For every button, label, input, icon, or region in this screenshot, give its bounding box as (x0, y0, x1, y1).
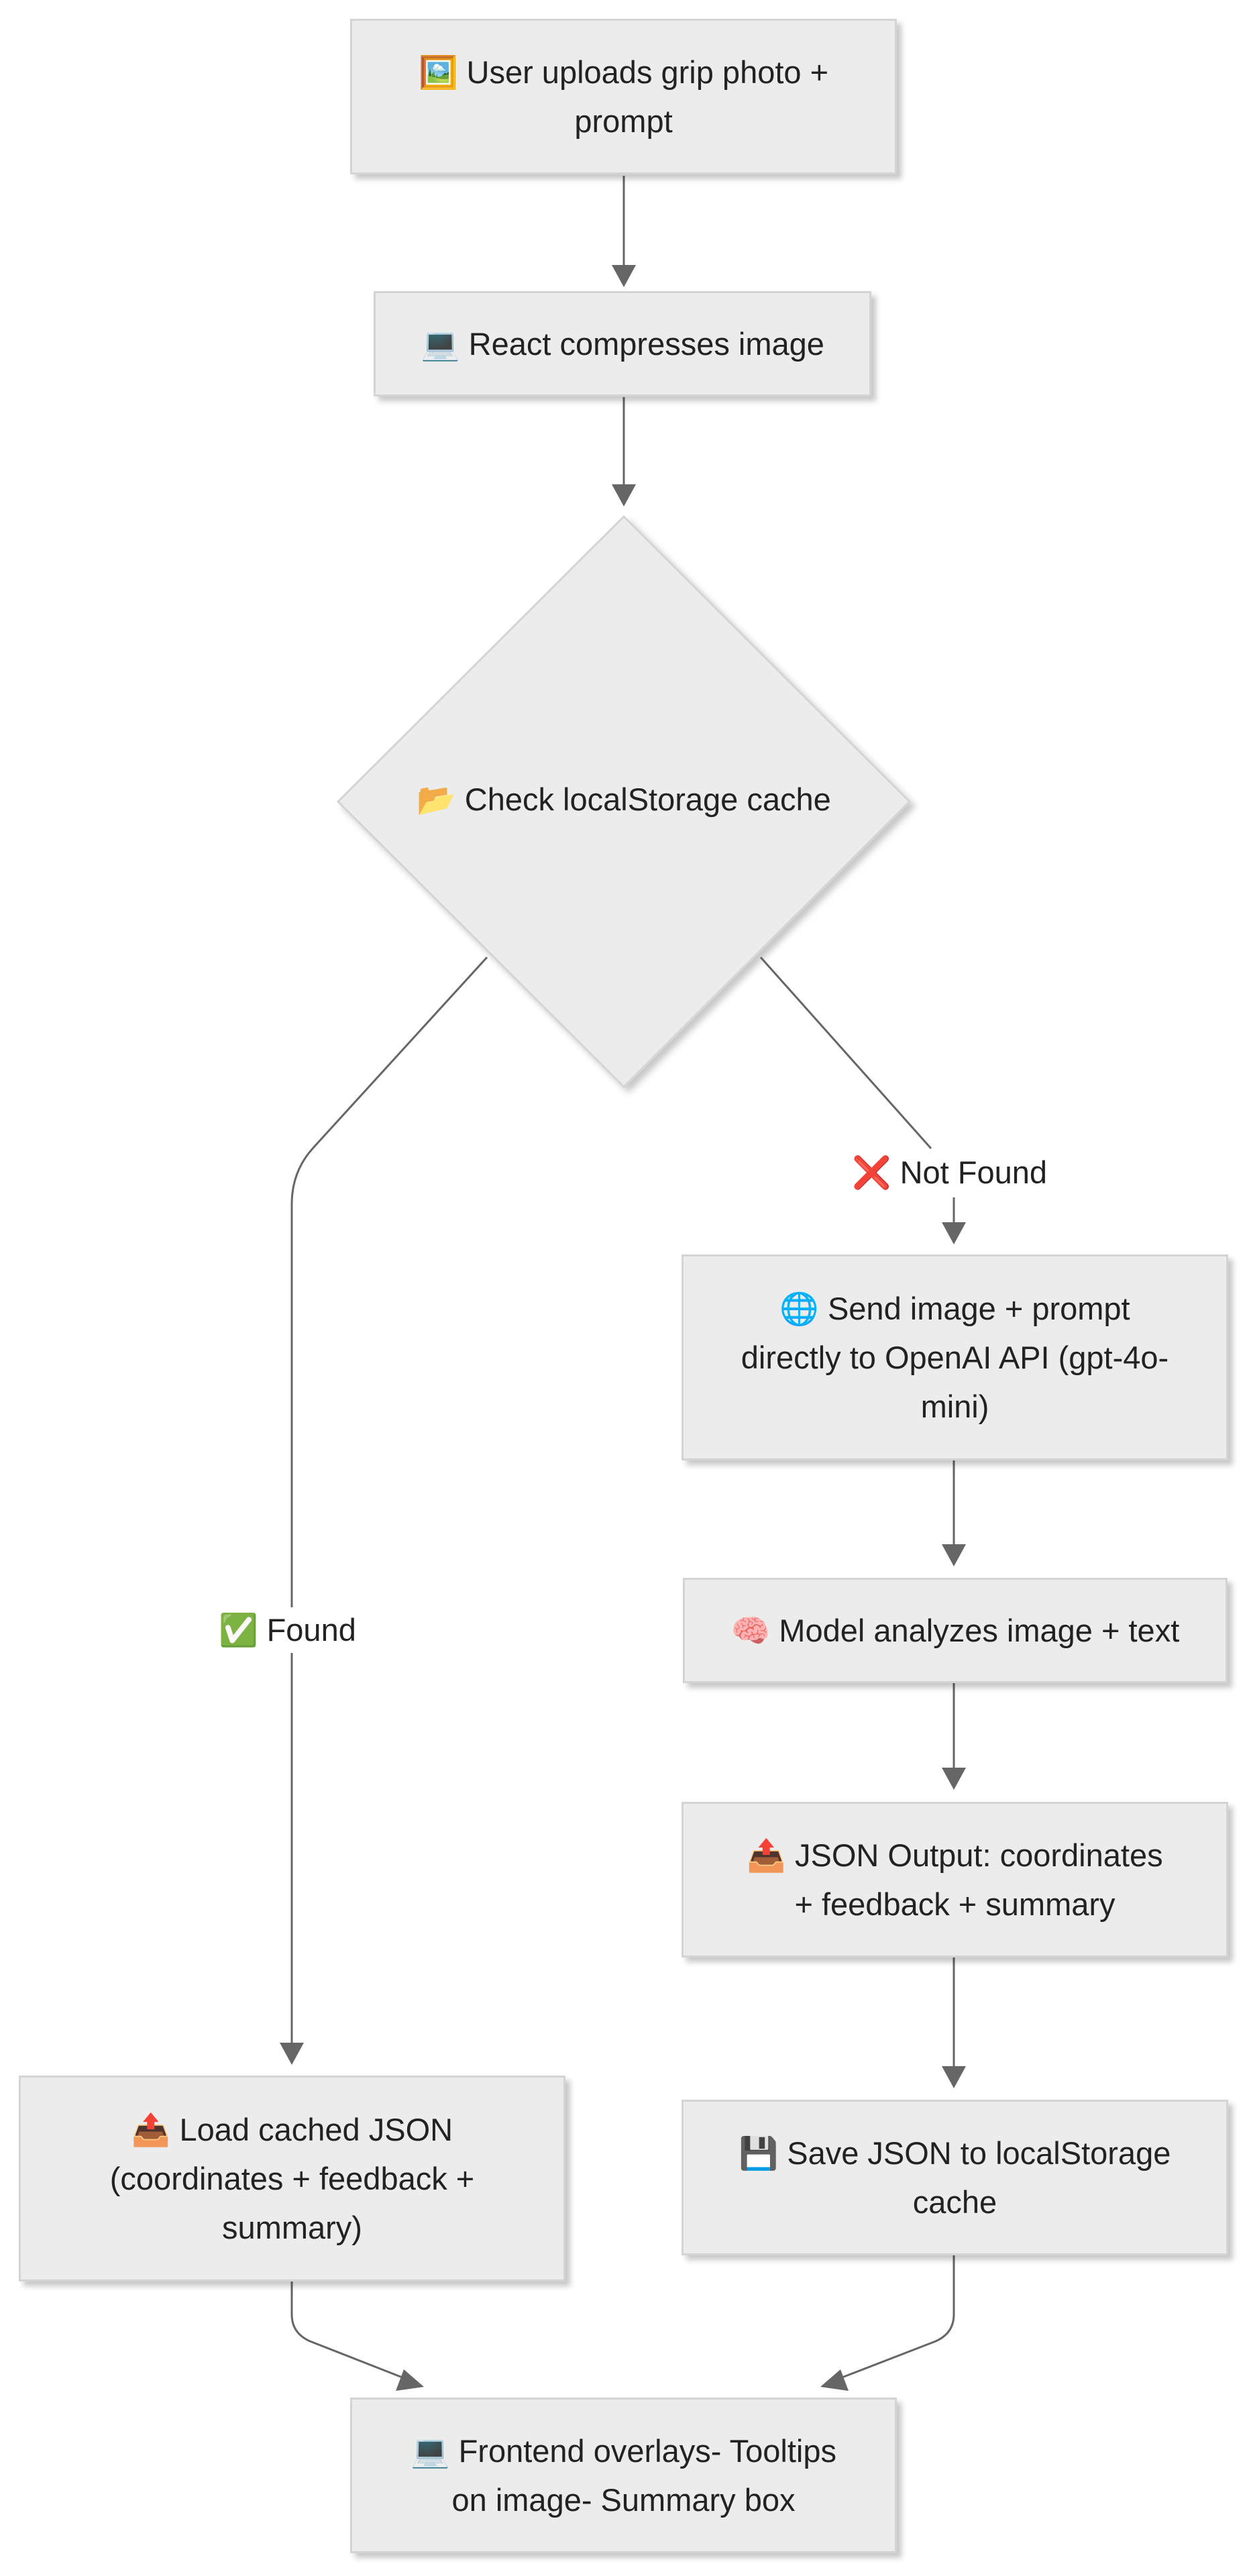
arrowhead (942, 1222, 966, 1244)
edge-decision-to-not-found (759, 957, 932, 1149)
edge-save-to-frontend (834, 2251, 955, 2381)
arrowhead (612, 265, 636, 287)
cache-decision-diamond[interactable] (336, 515, 912, 1089)
arrowhead (942, 1544, 966, 1566)
arrowhead (396, 2369, 424, 2391)
send-api-node-label: 🌐 Send image + prompt directly to OpenAI… (741, 1291, 1169, 1424)
arrowhead (612, 484, 636, 506)
arrowhead (942, 2066, 966, 2088)
analyze-node-label: 🧠 Model analyzes image + text (730, 1613, 1180, 1648)
frontend-node[interactable]: 💻 Frontend overlays- Tooltips on image- … (350, 2398, 897, 2553)
json-output-node[interactable]: 📤 JSON Output: coordinates + feedback + … (682, 1802, 1228, 1957)
compress-node[interactable]: 💻 React compresses image (374, 291, 871, 396)
upload-node[interactable]: 🖼️ User uploads grip photo + prompt (350, 19, 897, 174)
upload-node-label: 🖼️ User uploads grip photo + prompt (418, 54, 829, 139)
arrowhead (280, 2043, 304, 2065)
found-edge-label: ✅ Found (213, 1607, 362, 1653)
compress-node-label: 💻 React compresses image (421, 326, 824, 362)
arrowhead (820, 2369, 849, 2391)
send-api-node[interactable]: 🌐 Send image + prompt directly to OpenAI… (682, 1254, 1228, 1460)
save-json-node[interactable]: 💾 Save JSON to localStorage cache (682, 2100, 1228, 2255)
frontend-node-label: 💻 Frontend overlays- Tooltips on image- … (411, 2433, 836, 2518)
edge-decision-to-load-cached (290, 956, 488, 2053)
edge-load-cached-to-frontend (290, 2274, 410, 2381)
json-output-node-label: 📤 JSON Output: coordinates + feedback + … (747, 1837, 1163, 1922)
save-json-node-label: 💾 Save JSON to localStorage cache (739, 2135, 1171, 2220)
load-cached-node[interactable]: 📤 Load cached JSON (coordinates + feedba… (19, 2076, 565, 2282)
cache-decision-label: 📂 Check localStorage cache (417, 782, 831, 817)
load-cached-node-label: 📤 Load cached JSON (coordinates + feedba… (109, 2112, 475, 2245)
arrowhead (942, 1768, 966, 1790)
not-found-edge-label: ❌ Not Found (847, 1150, 1053, 1195)
analyze-node[interactable]: 🧠 Model analyzes image + text (683, 1578, 1228, 1683)
